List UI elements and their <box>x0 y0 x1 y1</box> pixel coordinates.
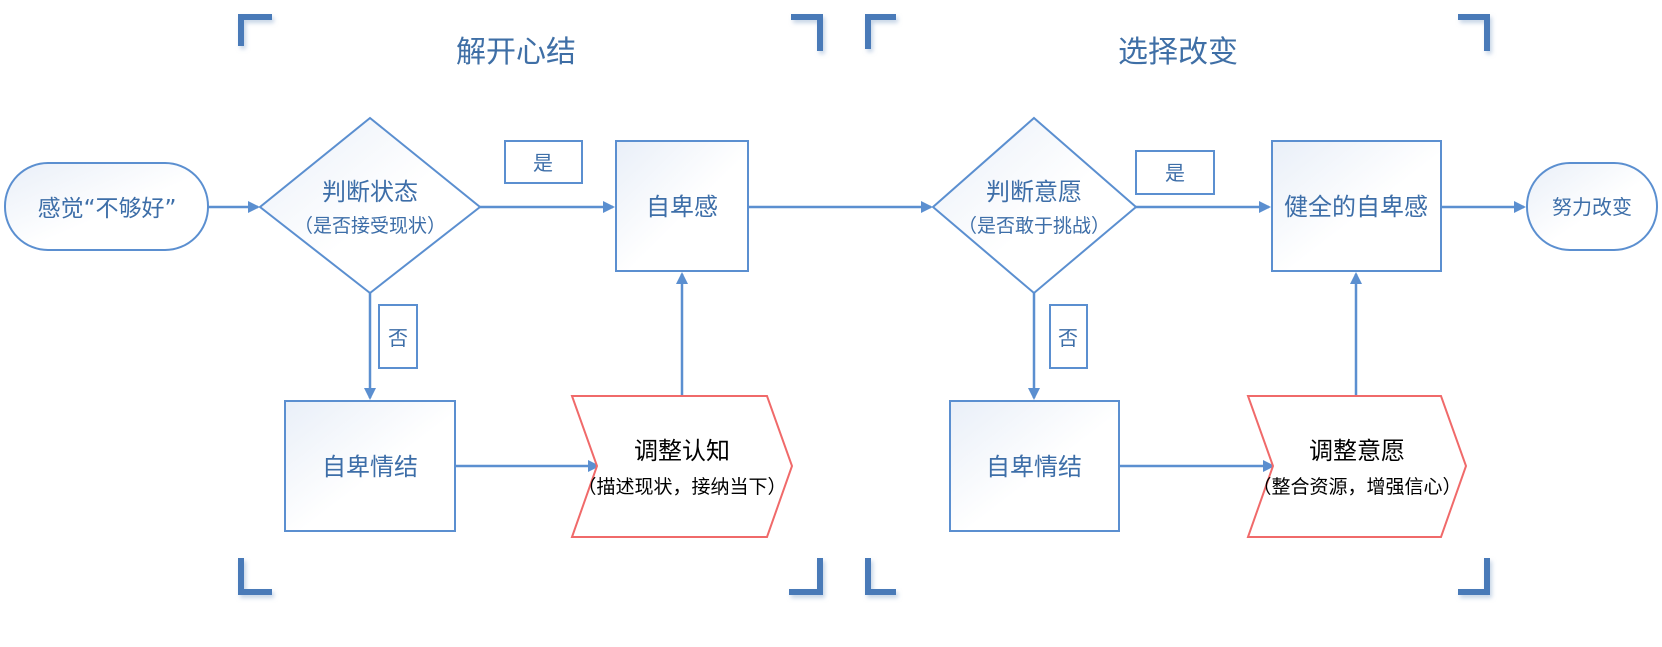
adjust-cognition-subtitle: （描述现状，接纳当下） <box>577 476 786 498</box>
section-title-right: 选择改变 <box>1118 35 1238 70</box>
complex-left-label: 自卑情结 <box>322 453 418 481</box>
bracket-top-left <box>865 14 896 49</box>
end-label: 努力改变 <box>1552 195 1632 219</box>
yes-label-right: 是 <box>1135 150 1215 195</box>
bracket-bottom-right <box>1458 558 1490 595</box>
end-terminal: 努力改变 <box>1526 162 1658 251</box>
bracket-bottom-left <box>238 558 272 595</box>
bracket-top-right <box>1458 14 1490 51</box>
bracket-bottom-left <box>865 558 896 595</box>
right-section-brackets <box>865 14 1490 595</box>
yes-label-left: 是 <box>504 140 583 184</box>
chevron-adjust-will: 调整意愿 （整合资源，增强信心） <box>1246 395 1468 538</box>
judge-state-subtitle: （是否接受现状） <box>294 215 446 237</box>
yes-label-text: 是 <box>533 151 553 175</box>
adjust-will-title: 调整意愿 <box>1309 437 1405 465</box>
judge-will-subtitle: （是否敢于挑战） <box>958 215 1110 237</box>
bracket-bottom-right <box>789 558 823 595</box>
no-label-left: 否 <box>378 304 418 369</box>
process-healthy-inferiority: 健全的自卑感 <box>1271 140 1442 272</box>
judge-will-title: 判断意愿 <box>986 178 1082 206</box>
no-label-text: 否 <box>388 326 408 350</box>
chevron-adjust-cognition: 调整认知 （描述现状，接纳当下） <box>570 395 794 538</box>
inferiority-label: 自卑感 <box>646 193 718 221</box>
healthy-inferiority-label: 健全的自卑感 <box>1284 193 1428 221</box>
complex-right-label: 自卑情结 <box>986 453 1082 481</box>
section-title-left: 解开心结 <box>456 35 576 70</box>
no-label-text: 否 <box>1058 326 1078 350</box>
no-label-right: 否 <box>1049 304 1088 369</box>
judge-state-title: 判断状态 <box>322 178 418 206</box>
left-section-brackets <box>238 14 823 595</box>
process-complex-left: 自卑情结 <box>284 400 456 532</box>
decision-judge-state: 判断状态 （是否接受现状） <box>258 116 482 295</box>
bracket-top-right <box>791 14 823 51</box>
start-terminal: 感觉“不够好” <box>4 162 209 251</box>
process-inferiority: 自卑感 <box>615 140 749 272</box>
adjust-will-subtitle: （整合资源，增强信心） <box>1252 476 1461 498</box>
adjust-cognition-title: 调整认知 <box>634 437 730 465</box>
bracket-top-left <box>238 14 272 46</box>
yes-label-text: 是 <box>1165 161 1185 185</box>
connectors <box>208 201 1526 472</box>
process-complex-right: 自卑情结 <box>949 400 1120 532</box>
start-label: 感觉“不够好” <box>38 196 177 222</box>
decision-judge-will: 判断意愿 （是否敢于挑战） <box>931 116 1138 295</box>
